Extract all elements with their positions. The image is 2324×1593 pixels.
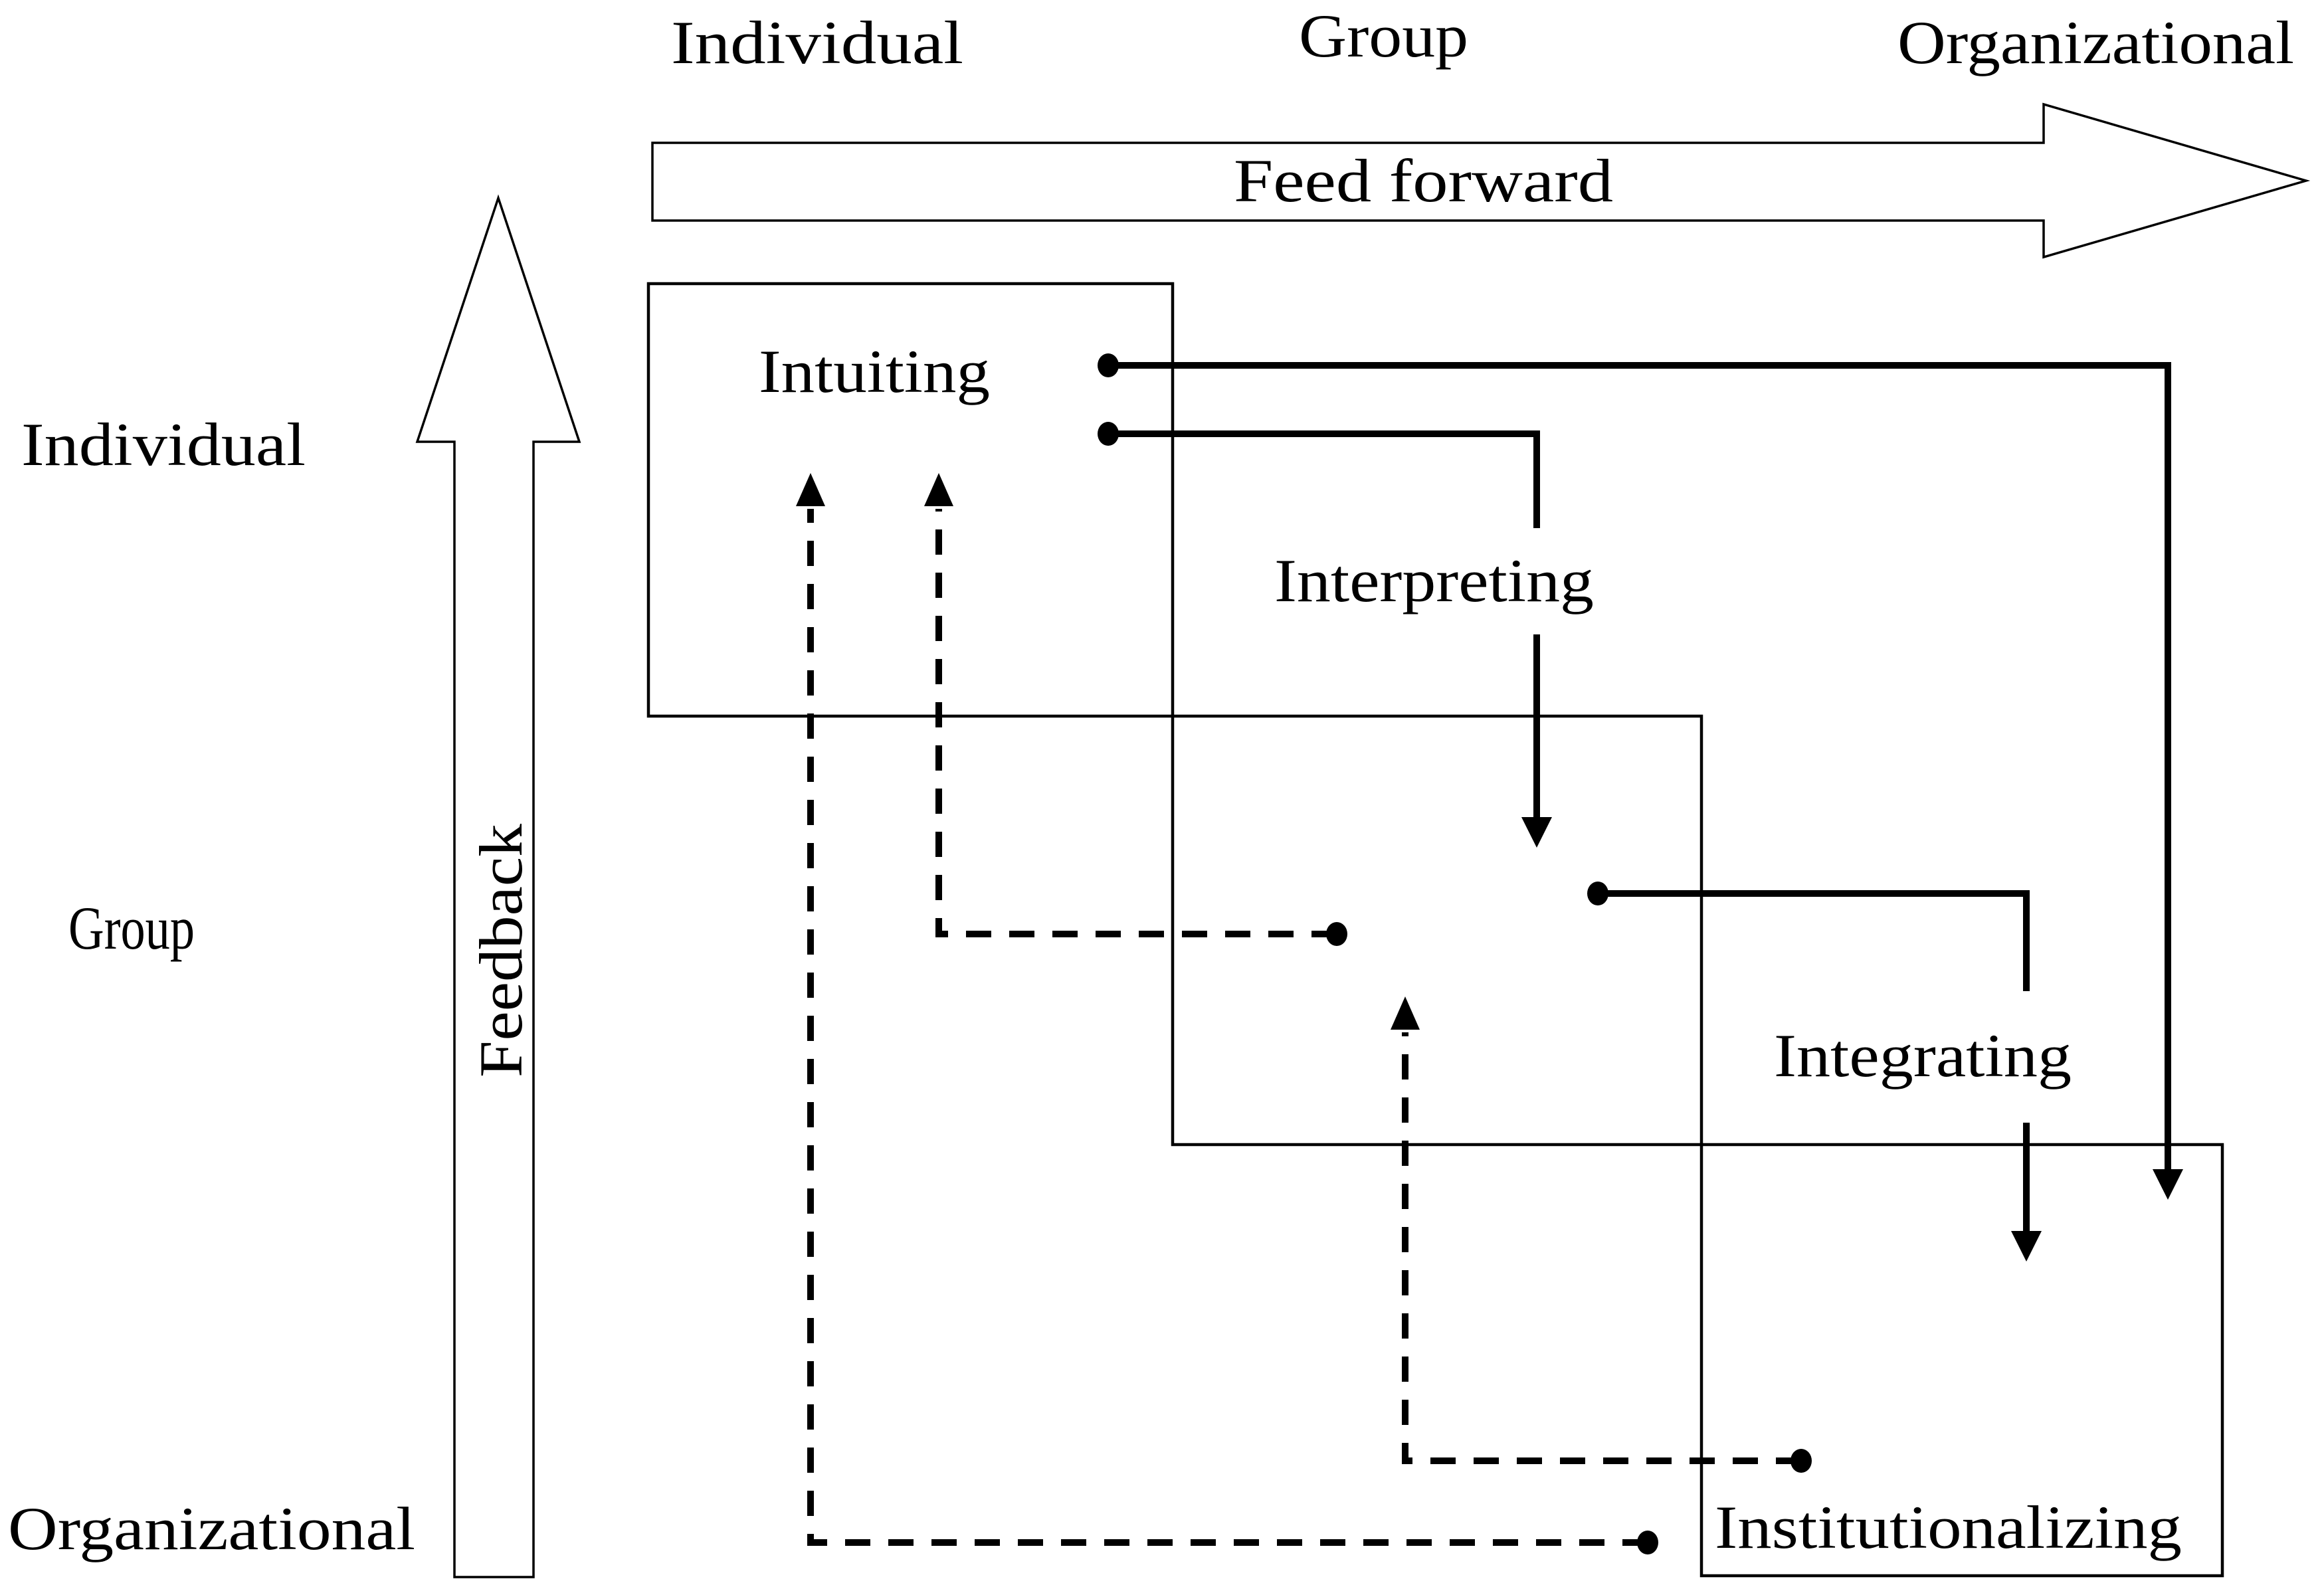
- arrowhead-down-icon: [2011, 1231, 2042, 1262]
- individual-level-box: [646, 282, 1175, 718]
- arrowhead-down-icon: [2153, 1169, 2183, 1200]
- level-boxes: [646, 282, 2224, 1578]
- label-masks: [1262, 528, 2078, 1123]
- arrowhead-down-icon: [1521, 817, 1552, 848]
- axis-arrows: [415, 102, 2311, 1578]
- connector-line: [1108, 430, 1540, 818]
- intuiting-label: Intuiting: [759, 337, 990, 405]
- feed-forward-label: Feed forward: [1234, 147, 1613, 215]
- col-label-individual: Individual: [671, 9, 963, 76]
- label-mask: [1759, 991, 2078, 1123]
- integrating-label: Integrating: [1774, 1022, 2072, 1089]
- arrowhead-up-icon: [796, 473, 825, 506]
- row-label-organizational: Organizational: [8, 1495, 415, 1562]
- connector-line: [807, 509, 1648, 1546]
- connector-line: [1402, 1032, 1801, 1464]
- label-mask: [1262, 528, 1614, 634]
- interpreting-label: Interpreting: [1274, 547, 1594, 614]
- arrowhead-up-icon: [1391, 996, 1420, 1030]
- feedback-arrow: [415, 194, 581, 1578]
- feedback-connector-institutionalizing-to-group: [1391, 996, 1812, 1473]
- group-level-box: [1171, 714, 1703, 1147]
- feedback-connector-group-to-individual: [924, 473, 1347, 946]
- row-label-individual: Individual: [21, 411, 306, 478]
- feedforward-connector-intuiting-to-institutionalizing: [1098, 353, 2183, 1200]
- institutionalizing-label: Institutionalizing: [1715, 1493, 2182, 1561]
- col-label-organizational: Organizational: [1897, 9, 2294, 76]
- connector-line: [935, 509, 1337, 937]
- feed-forward-arrow: [651, 102, 2311, 259]
- arrowhead-up-icon: [924, 473, 953, 506]
- feedback-connector-institutionalizing-to-intuiting: [796, 473, 1658, 1554]
- organizational-level-box: [1699, 1143, 2224, 1578]
- col-label-group: Group: [1299, 2, 1468, 70]
- feedforward-connector-intuiting-to-interpreting: [1098, 422, 1552, 848]
- connector-line: [1108, 362, 2171, 1171]
- row-label-group: Group: [68, 894, 195, 962]
- feedback-label: Feedback: [467, 824, 535, 1078]
